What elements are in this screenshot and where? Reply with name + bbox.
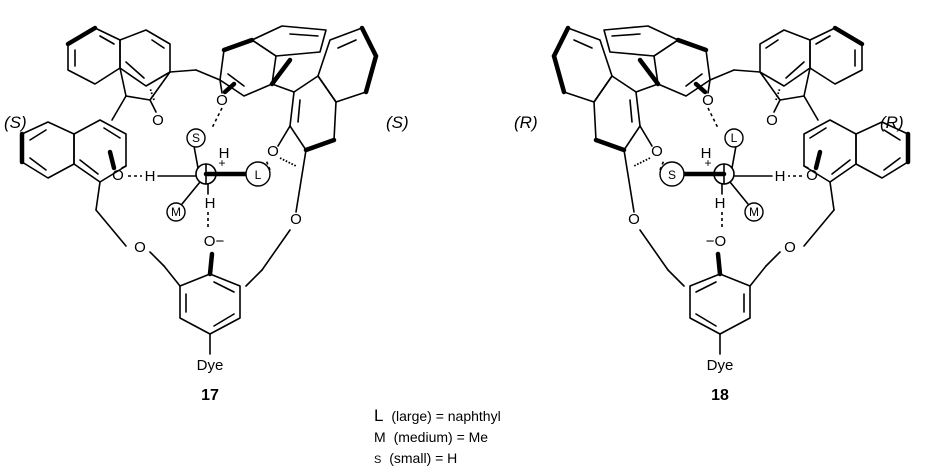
- dye-group: Dye: [197, 357, 224, 374]
- substituent-small: [186, 128, 206, 148]
- legend-text: (medium) = Me: [394, 429, 489, 445]
- oxygen-atom: O: [806, 167, 818, 184]
- naphthalene-top-right: [603, 25, 711, 97]
- compound-label: 17: [201, 387, 219, 404]
- substituent-medium: [166, 202, 186, 222]
- legend-symbol: S: [374, 454, 381, 466]
- stereo-descriptor-left: (R): [514, 113, 538, 132]
- ether-oxygen: O: [134, 239, 146, 256]
- legend-item-medium: M (medium) = Me: [374, 429, 488, 445]
- oxygen-atom: O: [766, 112, 778, 129]
- legend-text: (large) = naphthyl: [391, 408, 500, 424]
- compound-17: O O O O H H + S L: [4, 25, 409, 404]
- hydrogen-atom: H: [205, 195, 216, 212]
- hydrogen-atom: H: [145, 168, 156, 185]
- compound-18-labels: O O O O H H + H L S M O O −O Dye 18 (R) …: [514, 92, 904, 404]
- legend-text: (small) = H: [389, 450, 457, 466]
- stereo-descriptor-left: (S): [4, 113, 27, 132]
- naphthalene-top-left: [65, 25, 171, 87]
- substituent-large: [245, 161, 271, 187]
- ether-oxygen: O: [628, 211, 640, 228]
- oxygen-atom: O: [267, 143, 279, 160]
- ether-oxygen: O: [290, 211, 302, 228]
- hydrogen-atom: H: [219, 145, 230, 162]
- phenolate-oxygen: O−: [204, 233, 225, 250]
- substituent-large-label: L: [731, 131, 738, 145]
- legend-symbol: M: [374, 429, 386, 445]
- substituent-large-label: L: [255, 168, 262, 182]
- naphthalene-top-left: [759, 25, 865, 87]
- guest-cation: H H + S L M H: [145, 128, 271, 228]
- naphthalene-right: [289, 25, 379, 153]
- hydrogen-atom: H: [715, 195, 726, 212]
- phenolate-ring: O− Dye: [179, 233, 241, 374]
- stereo-descriptor-right: (R): [880, 113, 904, 132]
- ether-oxygen: O: [784, 239, 796, 256]
- charge-plus: +: [218, 156, 225, 170]
- oxygen-atom: O: [112, 167, 124, 184]
- hydrogen-atom: H: [775, 168, 786, 185]
- legend-symbol: L: [374, 406, 383, 425]
- oxygen-atom: O: [651, 143, 663, 160]
- oxygen-atom: O: [702, 92, 714, 109]
- oxygen-atom: O: [152, 112, 164, 129]
- legend-item-small: S (small) = H: [374, 450, 457, 466]
- compound-18: [551, 25, 911, 355]
- substituent-medium-label: M: [171, 205, 181, 219]
- phenolate-oxygen: −O: [706, 233, 726, 250]
- charge-plus: +: [704, 156, 711, 170]
- substituent-small-label: S: [668, 168, 676, 182]
- substituent-medium-label: M: [749, 205, 759, 219]
- hydrogen-atom: H: [701, 145, 712, 162]
- legend: L (large) = naphthyl M (medium) = Me S (…: [374, 406, 501, 466]
- stereo-descriptor-right: (S): [386, 113, 409, 132]
- naphthalene-top-right: [219, 25, 327, 97]
- compound-label: 18: [711, 387, 729, 404]
- substituent-small-label: S: [192, 131, 200, 145]
- oxygen-atom: O: [216, 92, 228, 109]
- naphthalene-right: [551, 25, 641, 153]
- legend-item-large: L (large) = naphthyl: [374, 406, 501, 425]
- dye-group: Dye: [707, 357, 734, 374]
